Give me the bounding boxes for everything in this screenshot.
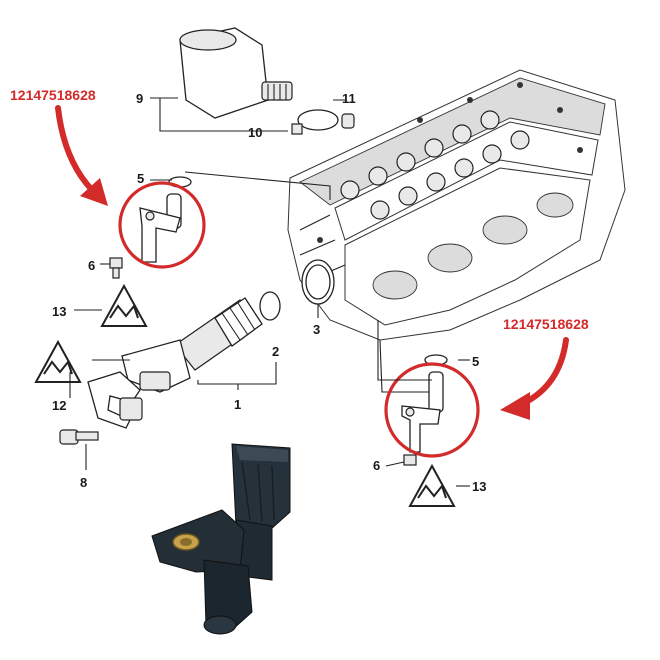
callout-2: 2 xyxy=(272,344,279,359)
bolt-6-left xyxy=(109,257,123,279)
callout-3: 3 xyxy=(313,322,320,337)
callout-5-left: 5 xyxy=(137,171,144,186)
o-ring-3 xyxy=(301,259,335,305)
clamp-ring xyxy=(291,109,339,135)
cylinder-head xyxy=(287,69,626,393)
highlight-ring-left xyxy=(118,181,206,269)
red-arrow-left xyxy=(55,105,108,206)
vanos-solenoid xyxy=(179,27,293,119)
camshaft-lobes xyxy=(340,110,530,220)
torque-warning-icon xyxy=(408,463,456,507)
torque-warning-icon xyxy=(34,339,82,383)
callout-6-left: 6 xyxy=(88,258,95,273)
highlight-ring-right xyxy=(384,362,480,458)
camshaft-sensor-right xyxy=(401,354,448,453)
torque-warning-icon xyxy=(100,283,148,327)
part-number-left: 12147518628 xyxy=(10,87,96,103)
solenoid-valve xyxy=(121,297,263,393)
mounting-bracket xyxy=(87,371,143,429)
callout-8: 8 xyxy=(80,475,87,490)
part-number-right: 12147518628 xyxy=(503,316,589,332)
bolt-6-right xyxy=(403,454,417,466)
callout-9: 9 xyxy=(136,91,143,106)
screw-11 xyxy=(341,113,355,129)
callout-12: 12 xyxy=(52,398,66,413)
callout-1: 1 xyxy=(234,397,241,412)
o-ring-2 xyxy=(259,291,281,321)
bolt-8 xyxy=(59,429,99,445)
callout-13-right: 13 xyxy=(472,479,486,494)
red-arrow-right xyxy=(500,337,569,420)
sensor-photo xyxy=(151,443,291,635)
callout-5-right: 5 xyxy=(472,354,479,369)
callout-13-left: 13 xyxy=(52,304,66,319)
callout-6-right: 6 xyxy=(373,458,380,473)
callout-10: 10 xyxy=(248,125,262,140)
callout-11: 11 xyxy=(342,91,356,106)
